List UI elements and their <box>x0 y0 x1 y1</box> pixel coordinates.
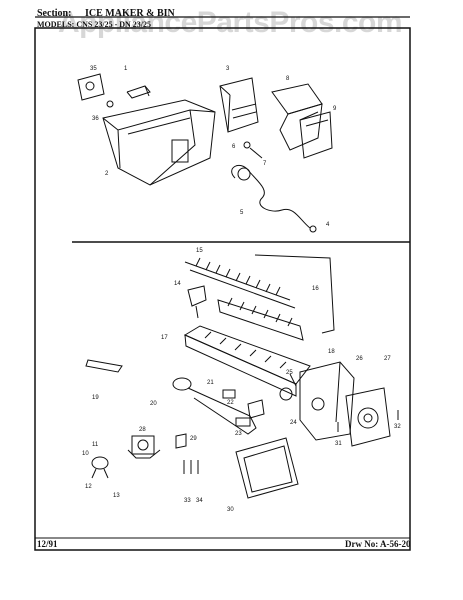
chute-door <box>299 111 333 159</box>
callout: 35 <box>90 66 97 72</box>
callout: 24 <box>290 420 297 426</box>
callout: 16 <box>312 286 319 292</box>
auger-motor <box>219 77 263 159</box>
thermostat <box>222 373 297 427</box>
footer-date: 12/91 <box>37 539 58 549</box>
water-valve <box>127 435 161 459</box>
callout: 28 <box>139 427 146 433</box>
drawing-number: Drw No: A-56-20 <box>345 539 411 549</box>
callout: 6 <box>232 144 236 150</box>
callout: 31 <box>335 441 342 447</box>
section-title: ICE MAKER & BIN <box>85 8 175 19</box>
water-fill-cup <box>85 359 123 373</box>
callout: 7 <box>263 161 267 167</box>
callout: 4 <box>326 222 330 228</box>
valve-clamp <box>175 433 187 449</box>
section-label: Section: <box>37 8 72 19</box>
callout: 17 <box>161 335 168 341</box>
callout: 10 <box>82 451 89 457</box>
fill-tube <box>231 165 317 233</box>
callout: 14 <box>174 281 181 287</box>
callout: 26 <box>356 356 363 362</box>
callout: 27 <box>384 356 391 362</box>
ice-chute <box>271 83 323 151</box>
callout: 18 <box>328 349 335 355</box>
shelf-cover <box>254 254 335 334</box>
callout: 19 <box>92 395 99 401</box>
callout: 5 <box>240 210 244 216</box>
switch-harness <box>91 456 109 479</box>
auger-bracket <box>77 73 114 108</box>
frame-border <box>34 27 411 551</box>
mounting-screws <box>337 410 399 432</box>
callout: 13 <box>113 493 120 499</box>
callout: 34 <box>196 498 203 504</box>
motor-module <box>345 387 391 447</box>
callout: 9 <box>333 106 337 112</box>
callout: 21 <box>207 380 214 386</box>
ice-mold <box>183 325 311 397</box>
models-line: MODELS: CNS 23/25 - DN 23/25 <box>37 20 152 29</box>
callout: 22 <box>227 400 234 406</box>
callout: 12 <box>85 484 92 490</box>
callout: 3 <box>226 66 230 72</box>
callout-labels: 35 36 1 2 3 8 9 6 7 5 4 15 16 14 17 18 1… <box>82 66 401 513</box>
callout: 23 <box>235 431 242 437</box>
callout: 8 <box>286 76 290 82</box>
control-housing <box>299 361 355 441</box>
screw-set <box>183 460 199 474</box>
callout: 11 <box>92 442 99 448</box>
heater-wire <box>172 377 257 435</box>
bin-handle <box>126 85 151 99</box>
ejector-comb <box>184 257 296 309</box>
callout: 1 <box>124 66 128 72</box>
ice-bin <box>102 99 216 186</box>
callout: 29 <box>190 436 197 442</box>
watermark: AppliancePartsPros.com <box>57 6 403 39</box>
callout: 15 <box>196 248 203 254</box>
callout: 30 <box>227 507 234 513</box>
callout: 25 <box>286 370 293 376</box>
shut-off-arm <box>187 285 207 319</box>
callout: 33 <box>184 498 191 504</box>
callout: 32 <box>394 424 401 430</box>
callout: 36 <box>92 116 99 122</box>
callout: 20 <box>150 401 157 407</box>
stripper <box>217 297 304 341</box>
ice-tray-cover <box>235 437 299 499</box>
callout: 2 <box>105 171 109 177</box>
